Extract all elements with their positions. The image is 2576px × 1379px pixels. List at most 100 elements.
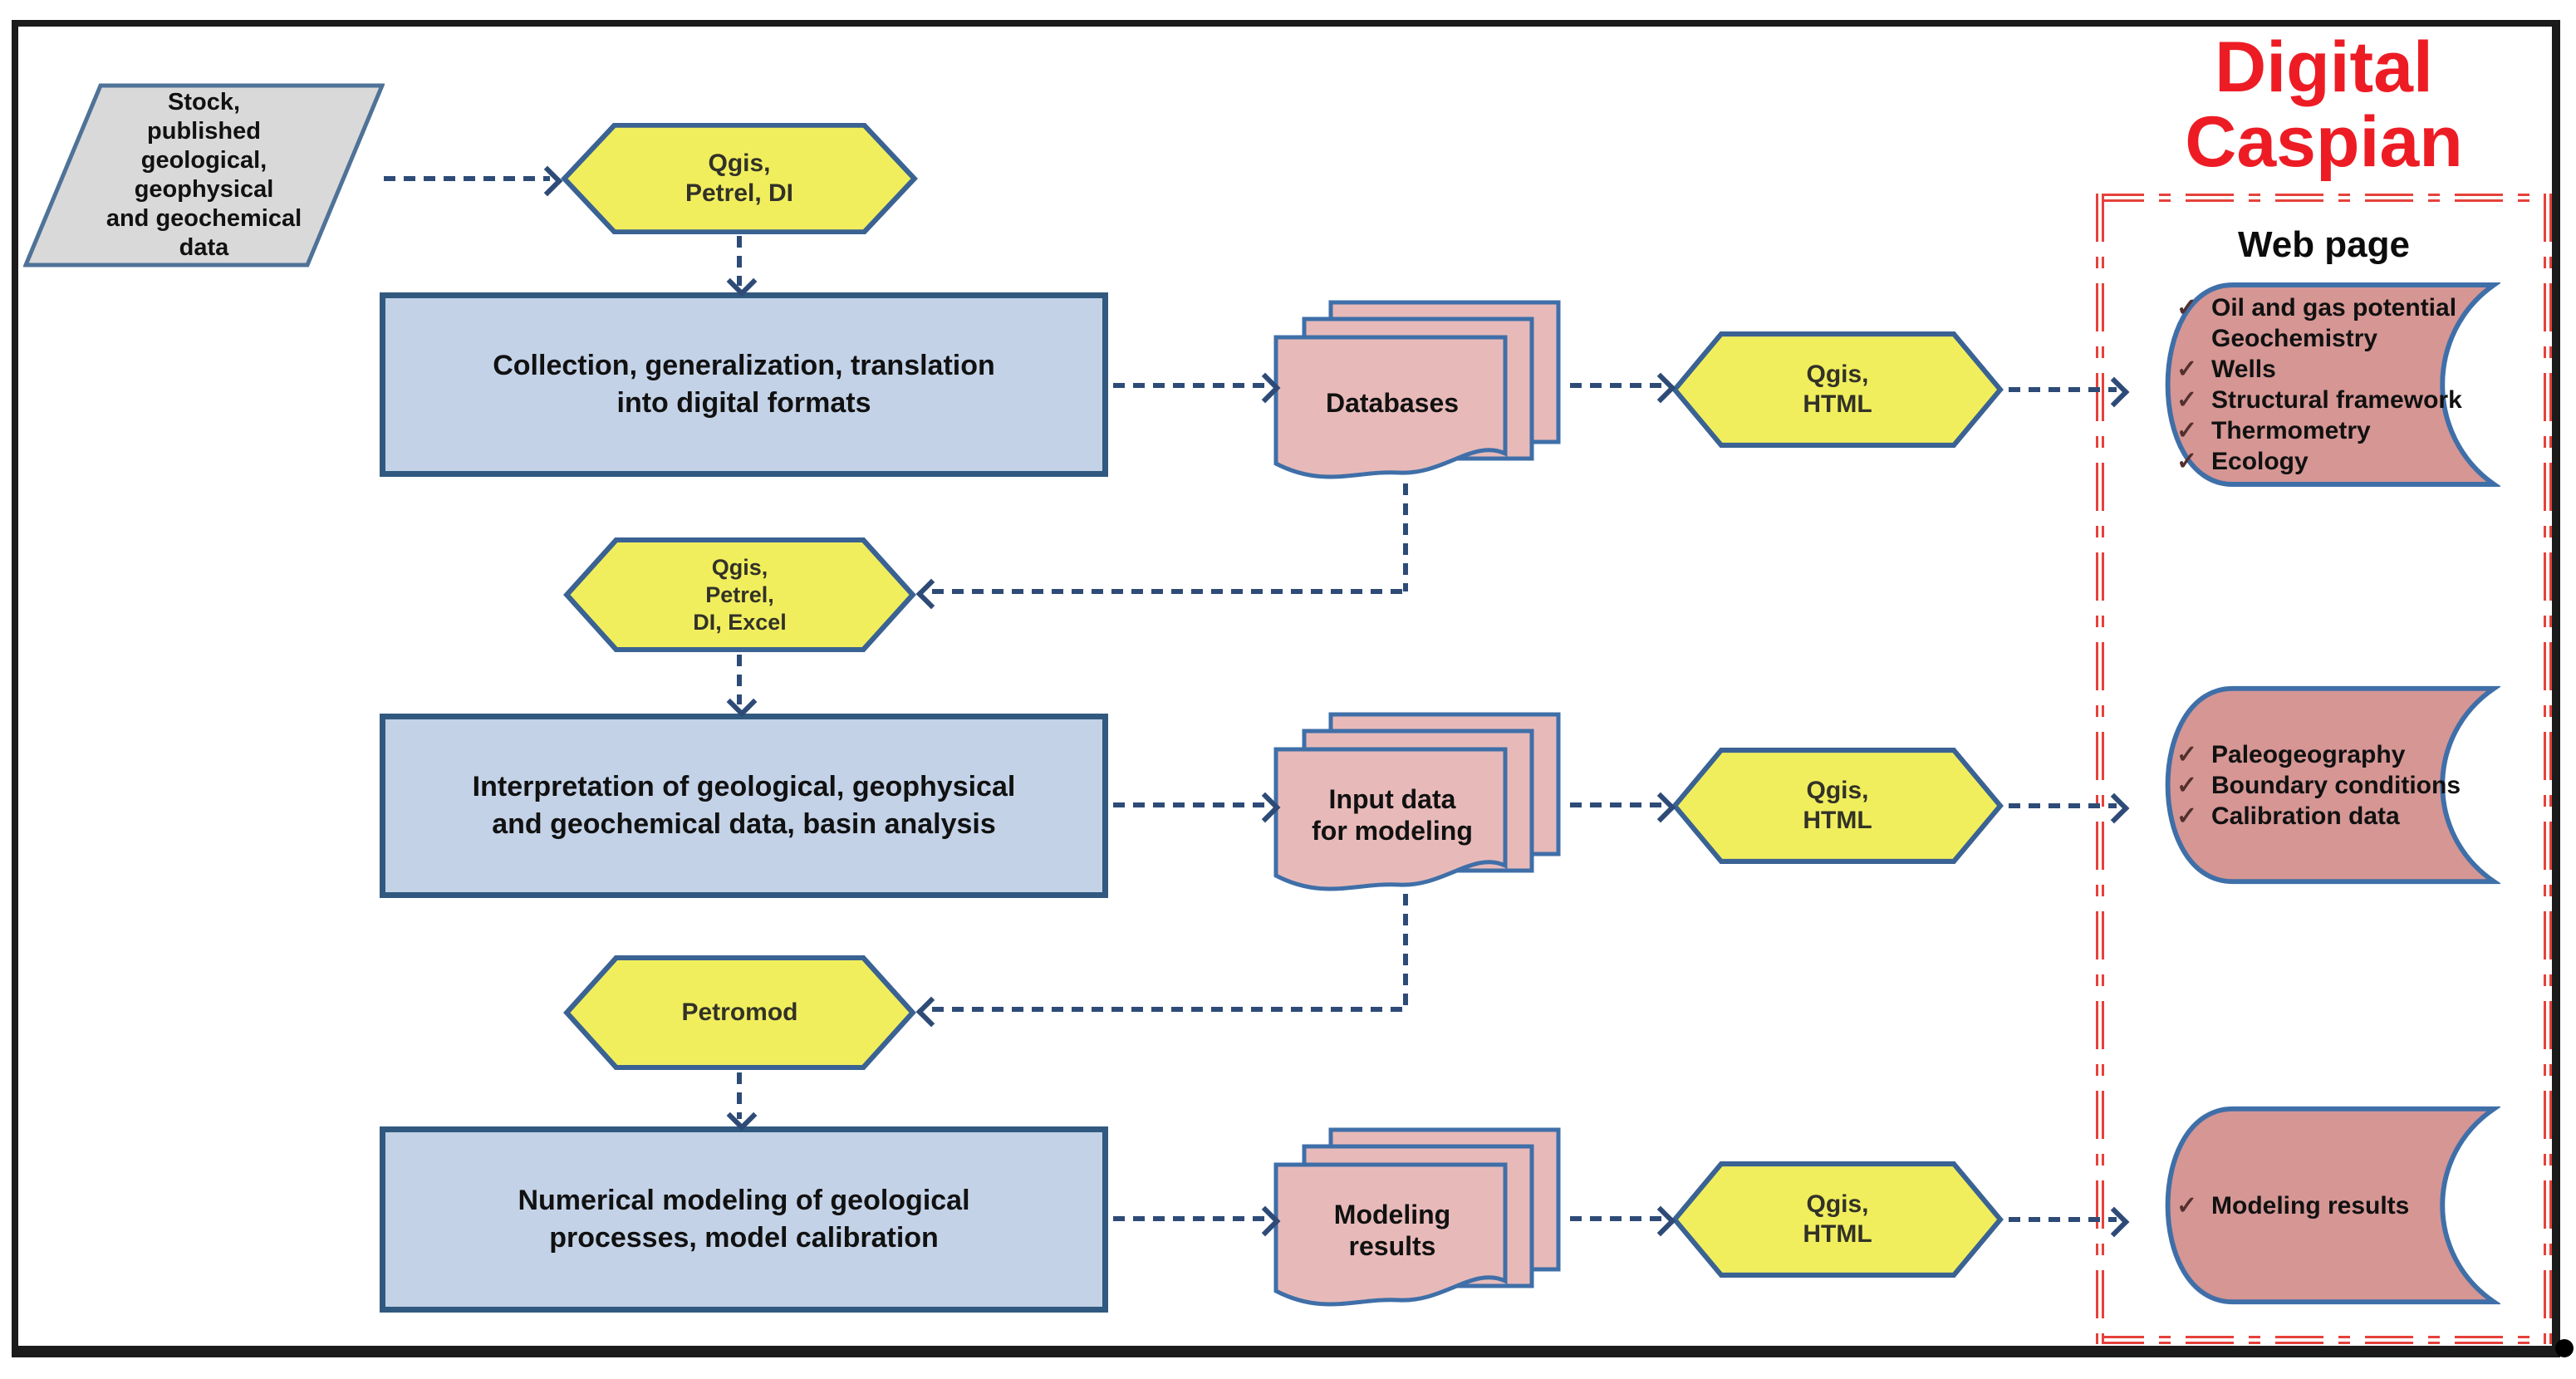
checklist-item: ✓ Ecology (2176, 446, 2462, 477)
check-icon: ✓ (2176, 356, 2198, 383)
webpanel-checklist: ✓ Oil and gas potential Geochemistry ✓ Wel… (2176, 281, 2462, 488)
page-title-line2: Caspian (2185, 102, 2463, 182)
checklist-label: Ecology (2211, 448, 2309, 475)
checklist-item: ✓ Calibration data (2176, 801, 2461, 832)
checklist-item: ✓ Paleogeography (2176, 739, 2461, 770)
arrow-tool6-to-webpanel3 (2009, 1217, 2117, 1222)
tool-hexagon-qgis-html-1: Qgis, HTML (1671, 331, 2004, 449)
page-title: Digital Caspian (2096, 30, 2552, 179)
arrow-process1-to-databases (1113, 383, 1268, 388)
checklist-label: Paleogeography (2211, 740, 2406, 768)
dataset-stack-modeling-results: Modeling results (1273, 1126, 1565, 1308)
redbox-left-border (2096, 194, 2104, 1344)
redbox-top-border (2096, 194, 2552, 202)
checklist-item: ✓ Wells (2176, 354, 2462, 385)
webpanel-checklist: ✓ Paleogeography ✓ Boundary conditions ✓ Ca… (2176, 685, 2461, 886)
check-icon: ✓ (2176, 386, 2198, 414)
hexagon-shape (1671, 1161, 2004, 1278)
tool-hexagon-qgis-petrel-di: Qgis, Petrel, DI (561, 122, 918, 235)
tool-hexagon-petromod: Petromod (563, 955, 916, 1071)
tool-hexagon-qgis-html-3: Qgis, HTML (1671, 1161, 2004, 1278)
webpanel-checklist: ✓ Modeling results (2176, 1105, 2409, 1306)
check-icon: ✓ (2176, 1191, 2198, 1220)
hexagon-shape (1671, 748, 2004, 864)
process-label: Collection, generalization, translation … (493, 350, 995, 419)
webpanel-input-data: ✓ Paleogeography ✓ Boundary conditions ✓ Ca… (2125, 685, 2500, 886)
checklist-label: Oil and gas potential (2211, 294, 2457, 321)
source-data-label: Stock, published geological, geophysical… (105, 89, 302, 261)
connector-databases-to-tool3 (932, 589, 1408, 594)
checklist-label: Thermometry (2211, 417, 2371, 444)
check-icon: ✓ (2176, 740, 2198, 768)
connector-inputdata-to-tool5 (932, 1007, 1408, 1012)
process-box-interpretation: Interpretation of geological, geophysica… (380, 714, 1108, 898)
dataset-stack-databases: Databases (1273, 299, 1565, 480)
checklist-item: ✓ Oil and gas potential (2176, 292, 2462, 323)
caption-period (2555, 1339, 2574, 1357)
webpanel-databases: ✓ Oil and gas potential Geochemistry ✓ Wel… (2125, 281, 2500, 488)
tool-label: Qgis, HTML (1803, 361, 1872, 418)
checklist-label: Structural framework (2211, 386, 2462, 414)
hexagon-shape (1671, 331, 2004, 448)
dataset-label: Databases (1325, 388, 1460, 418)
tool-hexagon-qgis-petrel-di-excel: Qgis, Petrel, DI, Excel (563, 537, 916, 653)
diagram-frame (12, 20, 2560, 1357)
checklist-label: Calibration data (2211, 802, 2400, 830)
check-icon: ✓ (2176, 771, 2198, 799)
arrow-process2-to-inputdata (1113, 802, 1268, 807)
process-box-collection: Collection, generalization, translation … (380, 292, 1108, 477)
connector-inputdata-down (1403, 894, 1408, 1008)
webpanel-modeling-results: ✓ Modeling results (2125, 1105, 2500, 1306)
checklist-item: Geochemistry (2176, 323, 2462, 354)
tool-label: Qgis, Petrel, DI (684, 150, 794, 207)
checklist-item: ✓ Modeling results (2176, 1190, 2409, 1221)
arrow-inputdata-to-tool4 (1570, 802, 1663, 807)
arrow-tool1-to-process1 (737, 236, 742, 286)
page-title-line1: Digital (2215, 27, 2433, 107)
process-label: Interpretation of geological, geophysica… (472, 771, 1016, 840)
arrow-tool5-to-process3 (737, 1072, 742, 1119)
checklist-item: ✓ Thermometry (2176, 415, 2462, 446)
dataset-label: Modeling results (1333, 1200, 1451, 1261)
tool-label: Qgis, Petrel, DI, Excel (693, 554, 787, 635)
parallelogram-shape (23, 83, 385, 267)
webpage-header: Web page (2237, 224, 2410, 265)
arrow-source-to-tool1 (384, 176, 550, 181)
checklist-item: ✓ Structural framework (2176, 385, 2462, 415)
checklist-label: Boundary conditions (2211, 771, 2461, 799)
arrow-tool4-to-webpanel2 (2009, 803, 2117, 808)
hexagon-shape (563, 955, 916, 1070)
redbox-right-border (2544, 194, 2552, 1344)
stored-data-shape (2165, 1106, 2500, 1305)
arrow-tool3-to-process2 (737, 655, 742, 704)
document-stack-shape (1273, 712, 1561, 891)
check-icon: ✓ (2176, 417, 2198, 444)
connector-databases-down (1403, 483, 1408, 591)
hexagon-shape (561, 122, 918, 235)
tool-hexagon-qgis-html-2: Qgis, HTML (1671, 747, 2004, 865)
tool-label: Qgis, HTML (1803, 777, 1872, 834)
stored-data-shape (2165, 282, 2500, 487)
check-icon: ✓ (2176, 448, 2198, 475)
process-box-modeling: Numerical modeling of geological process… (380, 1126, 1108, 1313)
hexagon-shape (563, 537, 916, 652)
checklist-label: Wells (2211, 356, 2276, 383)
tool-label: Qgis, HTML (1803, 1190, 1872, 1248)
source-data-parallelogram: Stock, published geological, geophysical… (23, 83, 385, 267)
stored-data-shape (2165, 685, 2500, 885)
document-stack-shape (1273, 1127, 1561, 1307)
redbox-bottom-border (2096, 1336, 2552, 1344)
arrow-process3-to-results (1113, 1216, 1268, 1221)
checklist-label: Modeling results (2211, 1191, 2410, 1220)
tool-label: Petromod (681, 999, 798, 1026)
arrow-results-to-tool6 (1570, 1216, 1663, 1221)
arrow-tool2-to-webpanel1 (2009, 387, 2117, 392)
process-label: Numerical modeling of geological process… (518, 1185, 970, 1254)
arrow-databases-to-tool2 (1570, 383, 1663, 388)
dataset-stack-input-data: Input data for modeling (1273, 711, 1565, 892)
check-icon: ✓ (2176, 294, 2198, 321)
check-icon: ✓ (2176, 802, 2198, 830)
dataset-label: Input data for modeling (1312, 784, 1473, 846)
checklist-label: Geochemistry (2211, 325, 2378, 352)
